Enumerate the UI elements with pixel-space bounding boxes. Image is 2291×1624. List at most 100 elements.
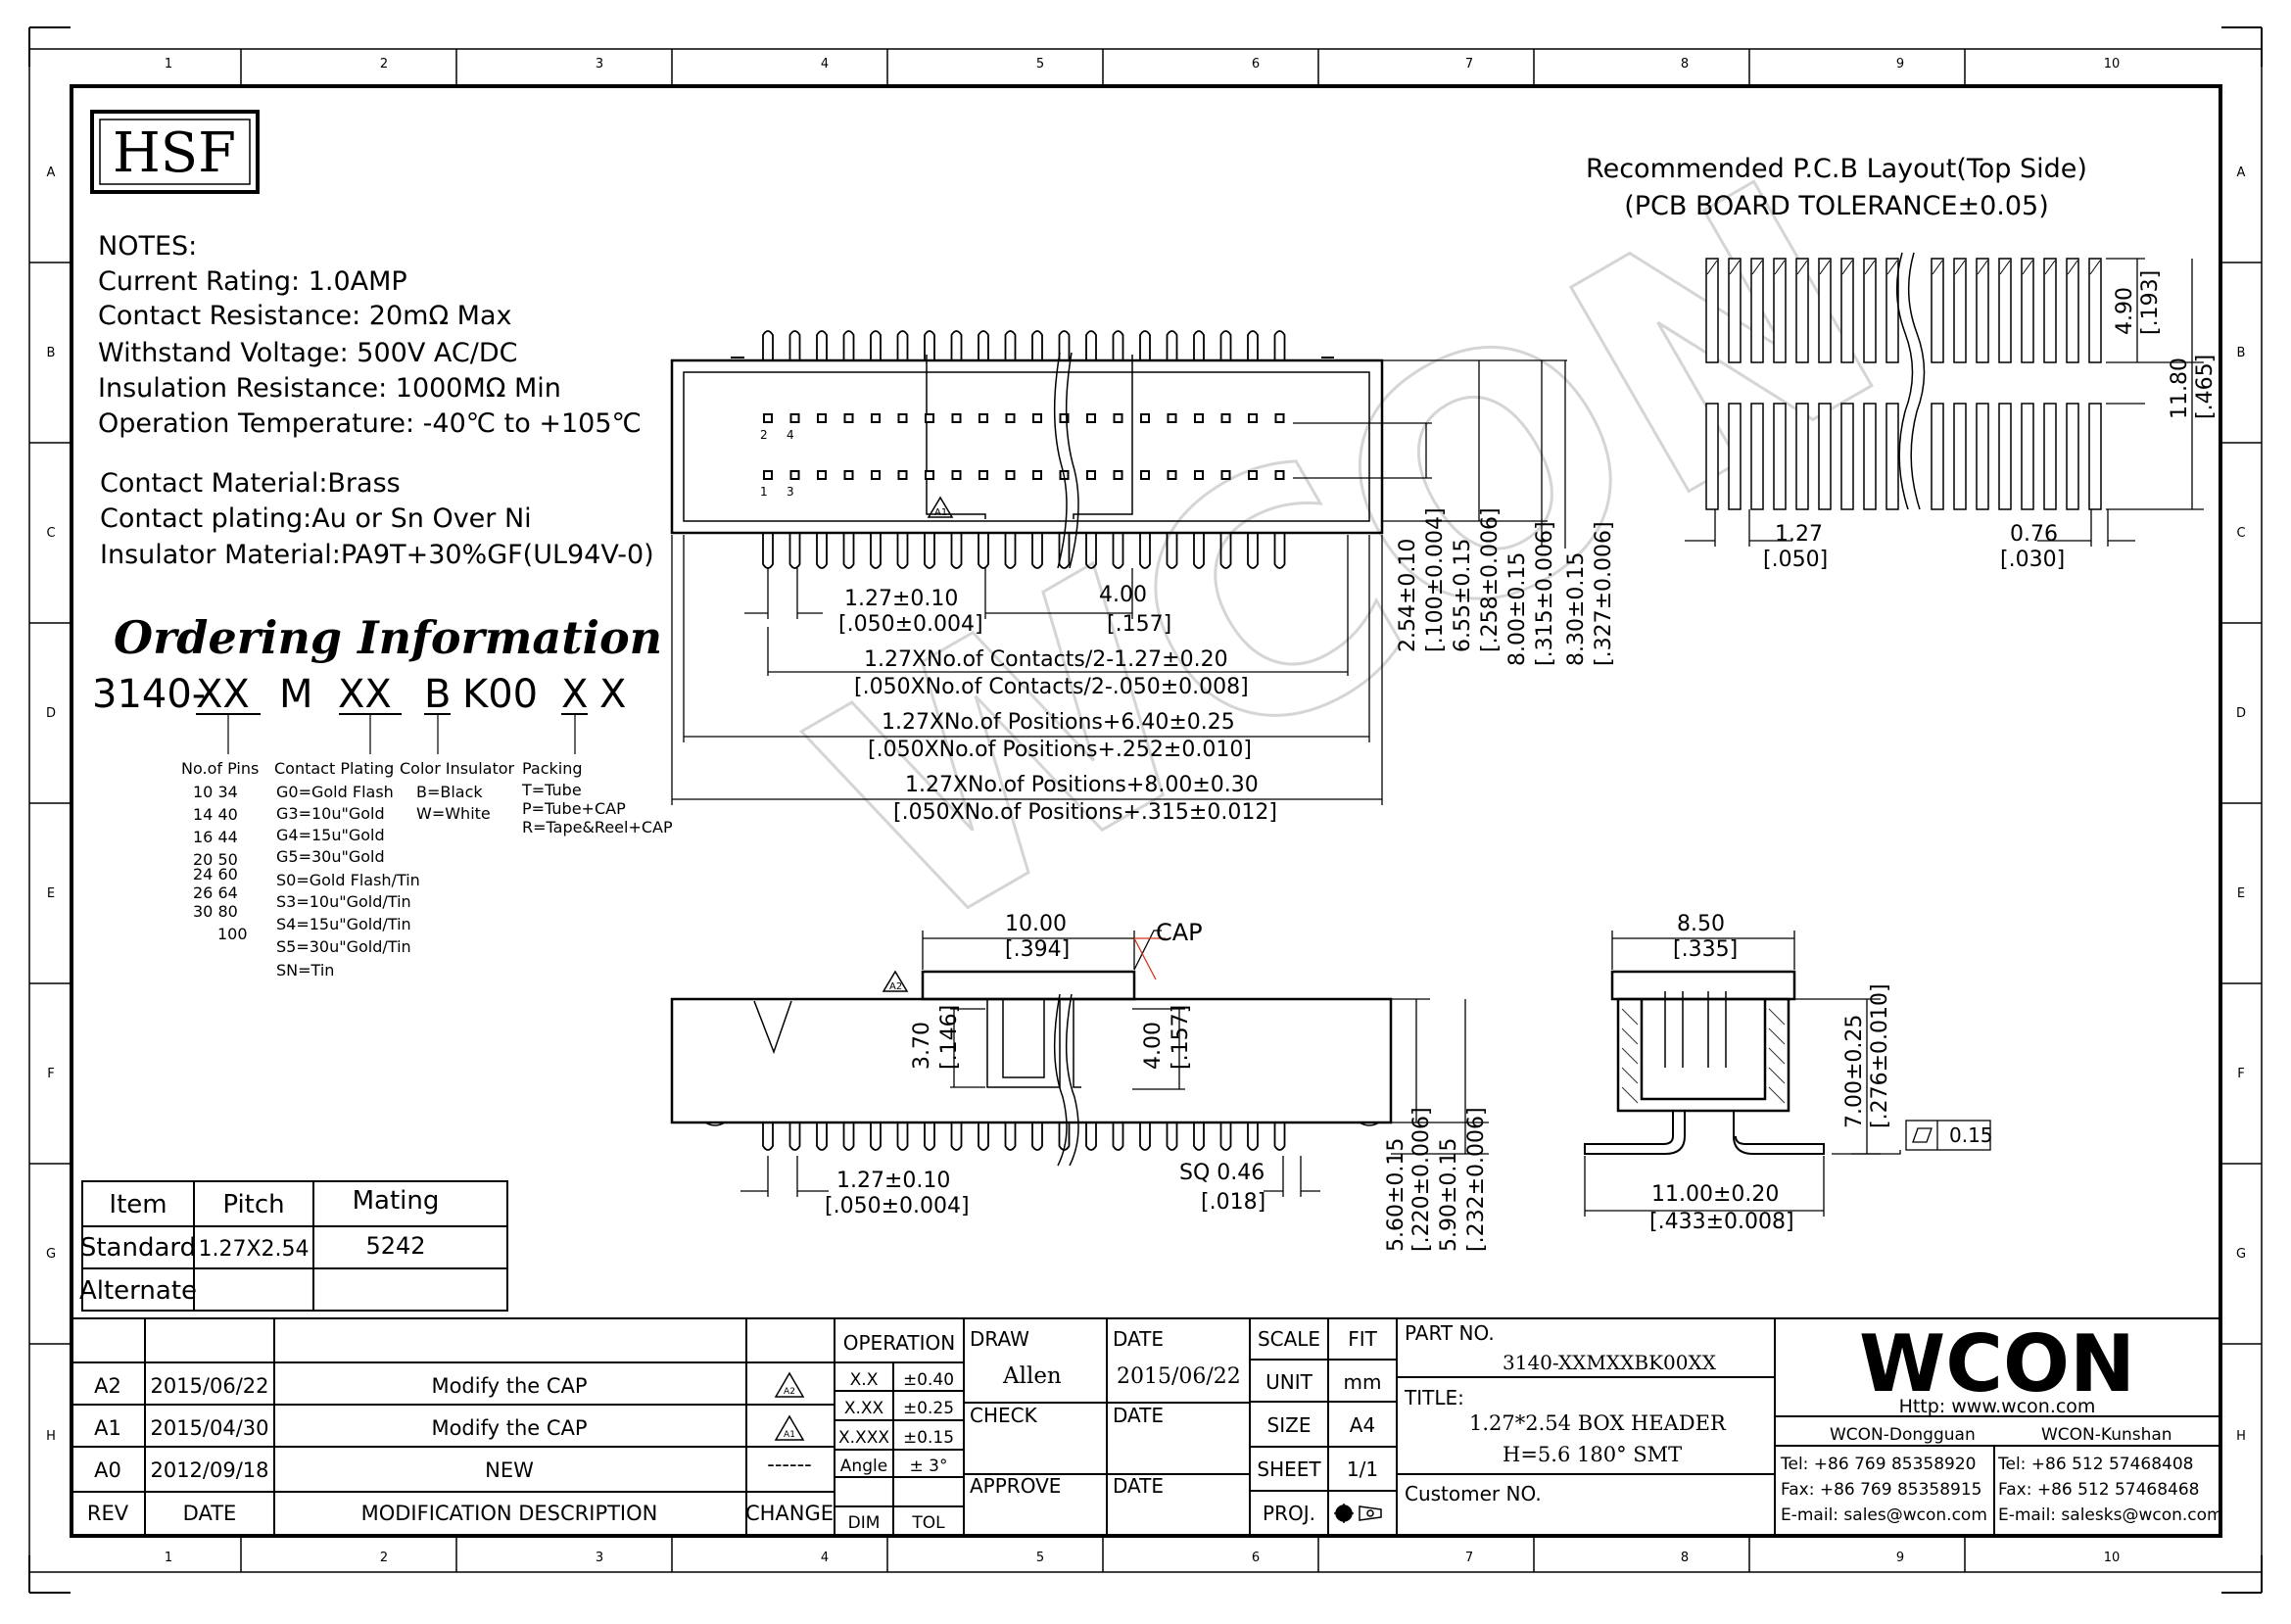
pcb-title: Recommended P.C.B Layout(Top Side) [1586, 154, 2087, 184]
top-pin [1273, 330, 1286, 360]
item-cell: Alternate [79, 1276, 197, 1306]
dim-text: 8.30±0.15 [1564, 552, 1589, 666]
pcb-pad [1953, 403, 1967, 510]
note-line: Contact Resistance: 20mΩ Max [98, 301, 512, 331]
desc-cell: NEW [485, 1458, 534, 1482]
pcb-pad [2021, 258, 2034, 363]
rev-mark-text: A2 [889, 981, 902, 992]
sheet-frame [28, 26, 2263, 1594]
dim-text: 5.60±0.15 [1384, 1138, 1408, 1252]
svg-text:20 50: 20 50 [193, 850, 238, 869]
hsf-logo: HSF [90, 110, 260, 194]
scale-label: SCALE [1258, 1327, 1320, 1351]
pcb-pad-hatch [1999, 260, 2011, 275]
col-label-bottom: 6 [1252, 1551, 1260, 1565]
note-line: Withstand Voltage: 500V AC/DC [98, 338, 517, 368]
top-pin [870, 330, 882, 360]
date-cell: 2015/06/22 [150, 1374, 268, 1398]
hsf-logo-text: HSF [113, 121, 236, 185]
col-label-bottom: 10 [2104, 1551, 2121, 1565]
row-label-left: E [47, 886, 55, 901]
top-pin [788, 330, 801, 360]
front-pin [1166, 1122, 1178, 1151]
rev-cell: A2 [94, 1374, 121, 1398]
pcb-pad [1953, 258, 1967, 363]
row-label-left: A [47, 166, 56, 180]
col-label-bottom: 2 [380, 1551, 388, 1565]
front-pin [1139, 1122, 1151, 1151]
col-label-bottom: 9 [1896, 1551, 1904, 1565]
contact-upper-inner [765, 415, 771, 421]
pcb-pad [1773, 403, 1787, 510]
row-label-left: F [47, 1067, 54, 1081]
contact-upper-inner [953, 415, 960, 421]
tol-dim: X.XX [844, 1399, 884, 1418]
top-pin [1193, 330, 1205, 360]
draw-date: 2015/06/22 [1117, 1364, 1241, 1389]
svg-text:R=Tape&Reel+CAP: R=Tape&Reel+CAP [522, 818, 673, 836]
pcb-pad [1728, 258, 1742, 363]
row-label-left: H [46, 1429, 56, 1444]
date-label: DATE [1113, 1327, 1164, 1351]
top-pin [1139, 330, 1151, 360]
notes: NOTES: Current Rating: 1.0AMP Contact Re… [98, 231, 654, 570]
branch-name: WCON-Dongguan [1830, 1425, 1976, 1445]
pcb-dim: [.030] [2000, 548, 2065, 572]
material-line: Contact plating:Au or Sn Over Ni [100, 503, 532, 534]
pcb-pad [2066, 258, 2079, 363]
dim-text: 3.70 [910, 1022, 934, 1070]
pcb-pad [1885, 403, 1899, 510]
pcb-pad [1998, 258, 2012, 363]
row-label-right: G [2236, 1247, 2246, 1262]
contact-upper-inner [1115, 415, 1122, 421]
pcb-dim: 11.80 [2168, 358, 2192, 419]
dim-text: [.157] [1107, 612, 1171, 637]
size-value: A4 [1350, 1413, 1375, 1437]
frame-labels: 1 2 3 4 5 6 7 8 9 10 1 2 3 4 5 6 7 8 9 1… [46, 57, 2246, 1565]
pcb-dim: 0.76 [2010, 522, 2058, 547]
svg-text:26 64: 26 64 [193, 884, 238, 902]
unit-label: UNIT [1265, 1370, 1313, 1394]
col-label-bottom: 1 [165, 1551, 172, 1565]
pcb-pad-hatch [1886, 260, 1898, 275]
contact-upper-inner [1250, 415, 1256, 421]
pcb-pad [2043, 403, 2057, 510]
top-pin [1085, 330, 1097, 360]
top-pin [1193, 533, 1205, 569]
dim-text: [.220±0.006] [1409, 1107, 1434, 1252]
dim-text: [.232±0.006] [1464, 1107, 1489, 1252]
pcb-pad [1976, 258, 1989, 363]
contact-upper-inner [819, 415, 825, 421]
pcb-pad-hatch [1774, 260, 1786, 275]
contact-lower-inner [1088, 472, 1094, 478]
row-label-left: G [46, 1247, 56, 1262]
date-header: DATE [183, 1502, 237, 1525]
top-pin [1139, 533, 1151, 569]
col-label-bottom: 7 [1465, 1551, 1473, 1565]
col-label-bottom: 3 [596, 1551, 603, 1565]
tol-value: ±0.15 [903, 1428, 954, 1448]
dim-text: 8.50 [1677, 912, 1725, 936]
sheet-value: 1/1 [1347, 1457, 1378, 1481]
front-pin [762, 1122, 774, 1151]
top-pin [1031, 330, 1043, 360]
material-line: Contact Material:Brass [100, 468, 401, 499]
dim-text: [.315±0.006] [1533, 521, 1557, 666]
pcb-pad [1818, 403, 1832, 510]
dim-text: [.050XNo.of Contacts/2-.050±0.008] [854, 675, 1249, 699]
dim-text: SQ 0.46 [1179, 1161, 1265, 1185]
mating-header: Mating [353, 1186, 440, 1216]
branch-fax: Fax: +86 512 57468468 [1998, 1480, 2200, 1500]
rev-cell: A0 [94, 1458, 121, 1482]
top-pin [924, 533, 935, 569]
col-label-bottom: 5 [1036, 1551, 1044, 1565]
dim-text: 1.27XNo.of Positions+8.00±0.30 [905, 773, 1259, 797]
packing-header: Packing [522, 759, 583, 778]
front-view: A2 10.00 [.394] CAP 3.70 [.146] 4.00 [.1… [670, 912, 1489, 1252]
side-view: 8.50 [.335] 7.00±0.25 [.276±0.010] 11.00… [1584, 912, 1993, 1234]
ordering-code: 3140- XX M XX B K00 X X [92, 672, 626, 717]
pcb-pad-hatch [1751, 260, 1763, 275]
date-label: DATE [1113, 1404, 1164, 1427]
pins-header: No.of Pins [181, 759, 259, 778]
contact-upper-inner [1276, 415, 1283, 421]
